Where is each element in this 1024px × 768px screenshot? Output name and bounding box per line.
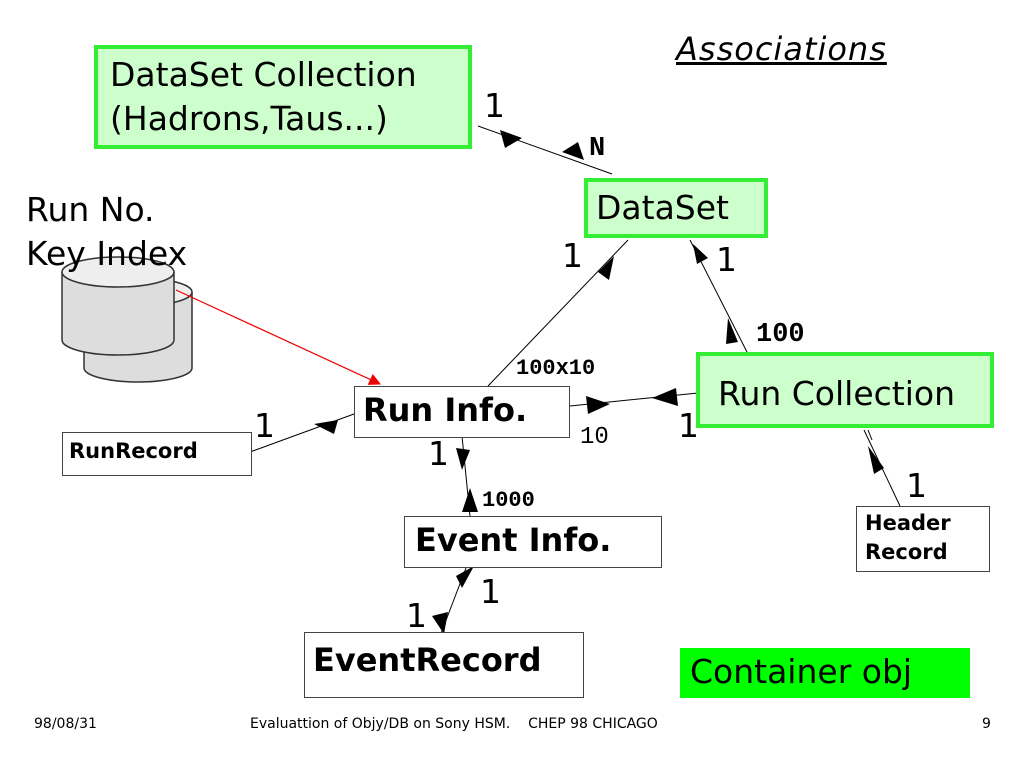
header-arrowhead xyxy=(868,446,884,474)
container-obj-label: Container obj xyxy=(690,652,913,691)
run-index-database-icon xyxy=(61,256,193,383)
runcoll-up-arrowhead xyxy=(726,318,738,344)
card-runinfo-100x10: 100x10 xyxy=(516,356,596,381)
card-dsc-n: N xyxy=(589,134,606,164)
card-event-1000: 1000 xyxy=(482,488,535,513)
run-record-box: RunRecord xyxy=(62,432,252,476)
dataset-arrowhead xyxy=(562,142,584,160)
dataset-collection-label-1: DataSet Collection xyxy=(110,55,417,94)
footer-center: Evaluattion of Objy/DB on Sony HSM. CHEP… xyxy=(250,716,658,732)
dataset-to-runinfo-line xyxy=(487,239,629,387)
runinfo-up-arrowhead xyxy=(598,256,614,280)
event-up-arrowhead xyxy=(462,488,478,512)
card-event-record-one-b: 1 xyxy=(406,596,427,635)
dsc-to-dataset-line xyxy=(477,125,613,175)
dataset-label: DataSet xyxy=(596,188,729,227)
run-info-box: Run Info. xyxy=(354,386,570,438)
card-ds-runcoll-one: 1 xyxy=(716,240,737,279)
card-event-record-one-a: 1 xyxy=(480,572,501,611)
run-collection-label: Run Collection xyxy=(718,374,955,413)
run-index-label-1: Run No. xyxy=(26,190,155,229)
header-record-label-1: Header xyxy=(865,511,951,535)
card-dsc-one: 1 xyxy=(484,86,505,125)
event-info-label: Event Info. xyxy=(415,521,612,559)
dataset-collection-box: DataSet Collection (Hadrons,Taus...) xyxy=(94,45,472,149)
run-record-label: RunRecord xyxy=(69,439,198,463)
dataset-collection-label-2: (Hadrons,Taus...) xyxy=(110,99,388,138)
runcoll-left-arrowhead xyxy=(652,388,678,406)
dataset-box: DataSet xyxy=(584,178,768,238)
eventrecord-up-arrowhead xyxy=(432,612,448,634)
runinfo-right-arrowhead xyxy=(586,396,610,414)
card-runinfo-runrecord-one: 1 xyxy=(254,406,275,445)
event-record-label: EventRecord xyxy=(313,641,542,679)
header-record-label-2: Record xyxy=(865,540,948,564)
card-runcoll-runinfo-one: 1 xyxy=(678,406,699,445)
card-ds-runinfo-one: 1 xyxy=(562,236,583,275)
run-info-label: Run Info. xyxy=(363,391,528,429)
card-header-one: 1 xyxy=(906,466,927,505)
card-runcoll-100: 100 xyxy=(756,320,805,350)
runinfo-down-arrowhead xyxy=(456,448,470,470)
run-collection-box: Run Collection xyxy=(696,352,994,428)
slide-title: Associations xyxy=(676,30,887,68)
container-obj-legend: Container obj xyxy=(680,648,970,698)
index-to-runinfo-arrow xyxy=(175,289,382,385)
dataset-down-arrowhead xyxy=(693,244,708,264)
card-runinfo-10: 10 xyxy=(580,424,609,451)
runrecord-arrowhead xyxy=(314,420,338,434)
footer-date: 98/08/31 xyxy=(34,716,97,732)
card-runinfo-event-one: 1 xyxy=(428,434,449,473)
event-info-box: Event Info. xyxy=(404,516,662,568)
run-index-label-2: Key Index xyxy=(26,234,188,273)
dsc-arrowhead xyxy=(500,130,522,148)
event-record-box: EventRecord xyxy=(304,632,584,698)
footer-page-number: 9 xyxy=(982,716,991,732)
event-down-arrowhead xyxy=(456,566,474,588)
header-record-box: Header Record xyxy=(856,506,990,572)
